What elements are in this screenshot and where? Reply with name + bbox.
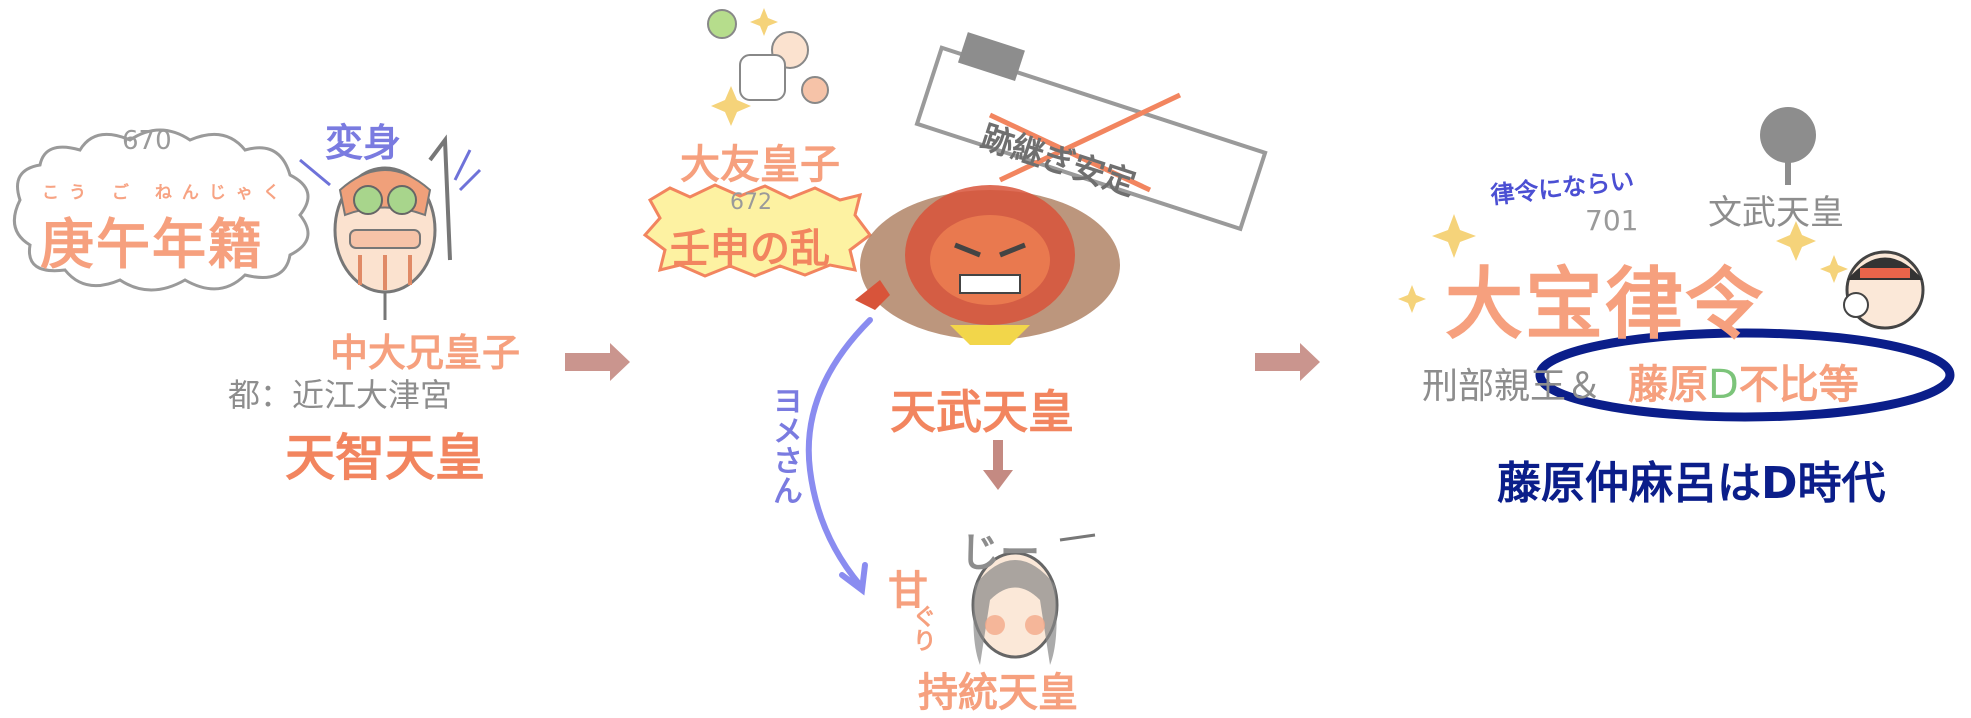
fujiwara-label: 藤原	[1628, 362, 1708, 408]
year-701: 701	[1585, 204, 1639, 237]
sparkle-3	[1776, 221, 1816, 261]
naka-no-oe-illustration	[299, 134, 482, 320]
sweet-label: 甘	[888, 568, 928, 614]
emperor-monmu: 文武天皇	[1708, 193, 1844, 233]
emperor-tenji: 天智天皇	[285, 429, 485, 487]
jinshin-war: 壬申の乱	[670, 226, 830, 272]
jito-illustration	[971, 533, 1096, 665]
year-670: 670	[122, 126, 172, 156]
year-672: 672	[730, 190, 772, 215]
stare-label: じー	[960, 530, 1040, 576]
tenmu-illustration	[855, 185, 1120, 345]
kuri-label: ぐり	[908, 604, 936, 652]
taiho-code: 大宝律令	[1445, 260, 1766, 350]
registry-title: 庚午年籍	[40, 213, 264, 276]
emperor-tenmu: 天武天皇	[890, 385, 1074, 439]
empress-jito: 持統天皇	[918, 670, 1078, 716]
capital-label: 都：近江大津宮	[228, 376, 453, 414]
wife-arrow	[805, 317, 873, 588]
sparkle-2	[1398, 285, 1426, 313]
registry-bubble	[12, 128, 310, 292]
fujiwara-d-illustration	[1843, 250, 1925, 330]
wife-note: ヨメさん	[767, 385, 802, 505]
transform-label: 変身	[325, 121, 402, 165]
jinshin-burst	[642, 183, 873, 278]
prince-otomo: 大友皇子	[680, 142, 840, 188]
rule-strike-2	[998, 92, 1182, 183]
nakamaro-caption: 藤原仲麻呂はD時代	[1497, 458, 1886, 509]
fujiwara-fuhito: 藤原D不比等	[1628, 352, 1859, 410]
sparkle-1	[1432, 214, 1476, 258]
arrow-down	[983, 440, 1013, 490]
prince-naka-no-oe: 中大兄皇子	[330, 331, 521, 375]
compilers-prefix: 刑部親王＆	[1422, 366, 1603, 407]
arrow-1	[565, 343, 630, 381]
registry-ruby: こう ご ねんじゃく	[42, 183, 290, 203]
fuhito-label: 不比等	[1738, 362, 1859, 408]
d-letter: D	[1708, 362, 1739, 408]
otomo-illustration	[707, 8, 829, 126]
arrow-2	[1255, 343, 1320, 381]
fan-icon	[1760, 107, 1816, 185]
fuhito-highlight-ellipse	[1535, 328, 1955, 422]
rule-strike-1	[988, 112, 1152, 193]
sparkle-4	[1820, 255, 1848, 283]
